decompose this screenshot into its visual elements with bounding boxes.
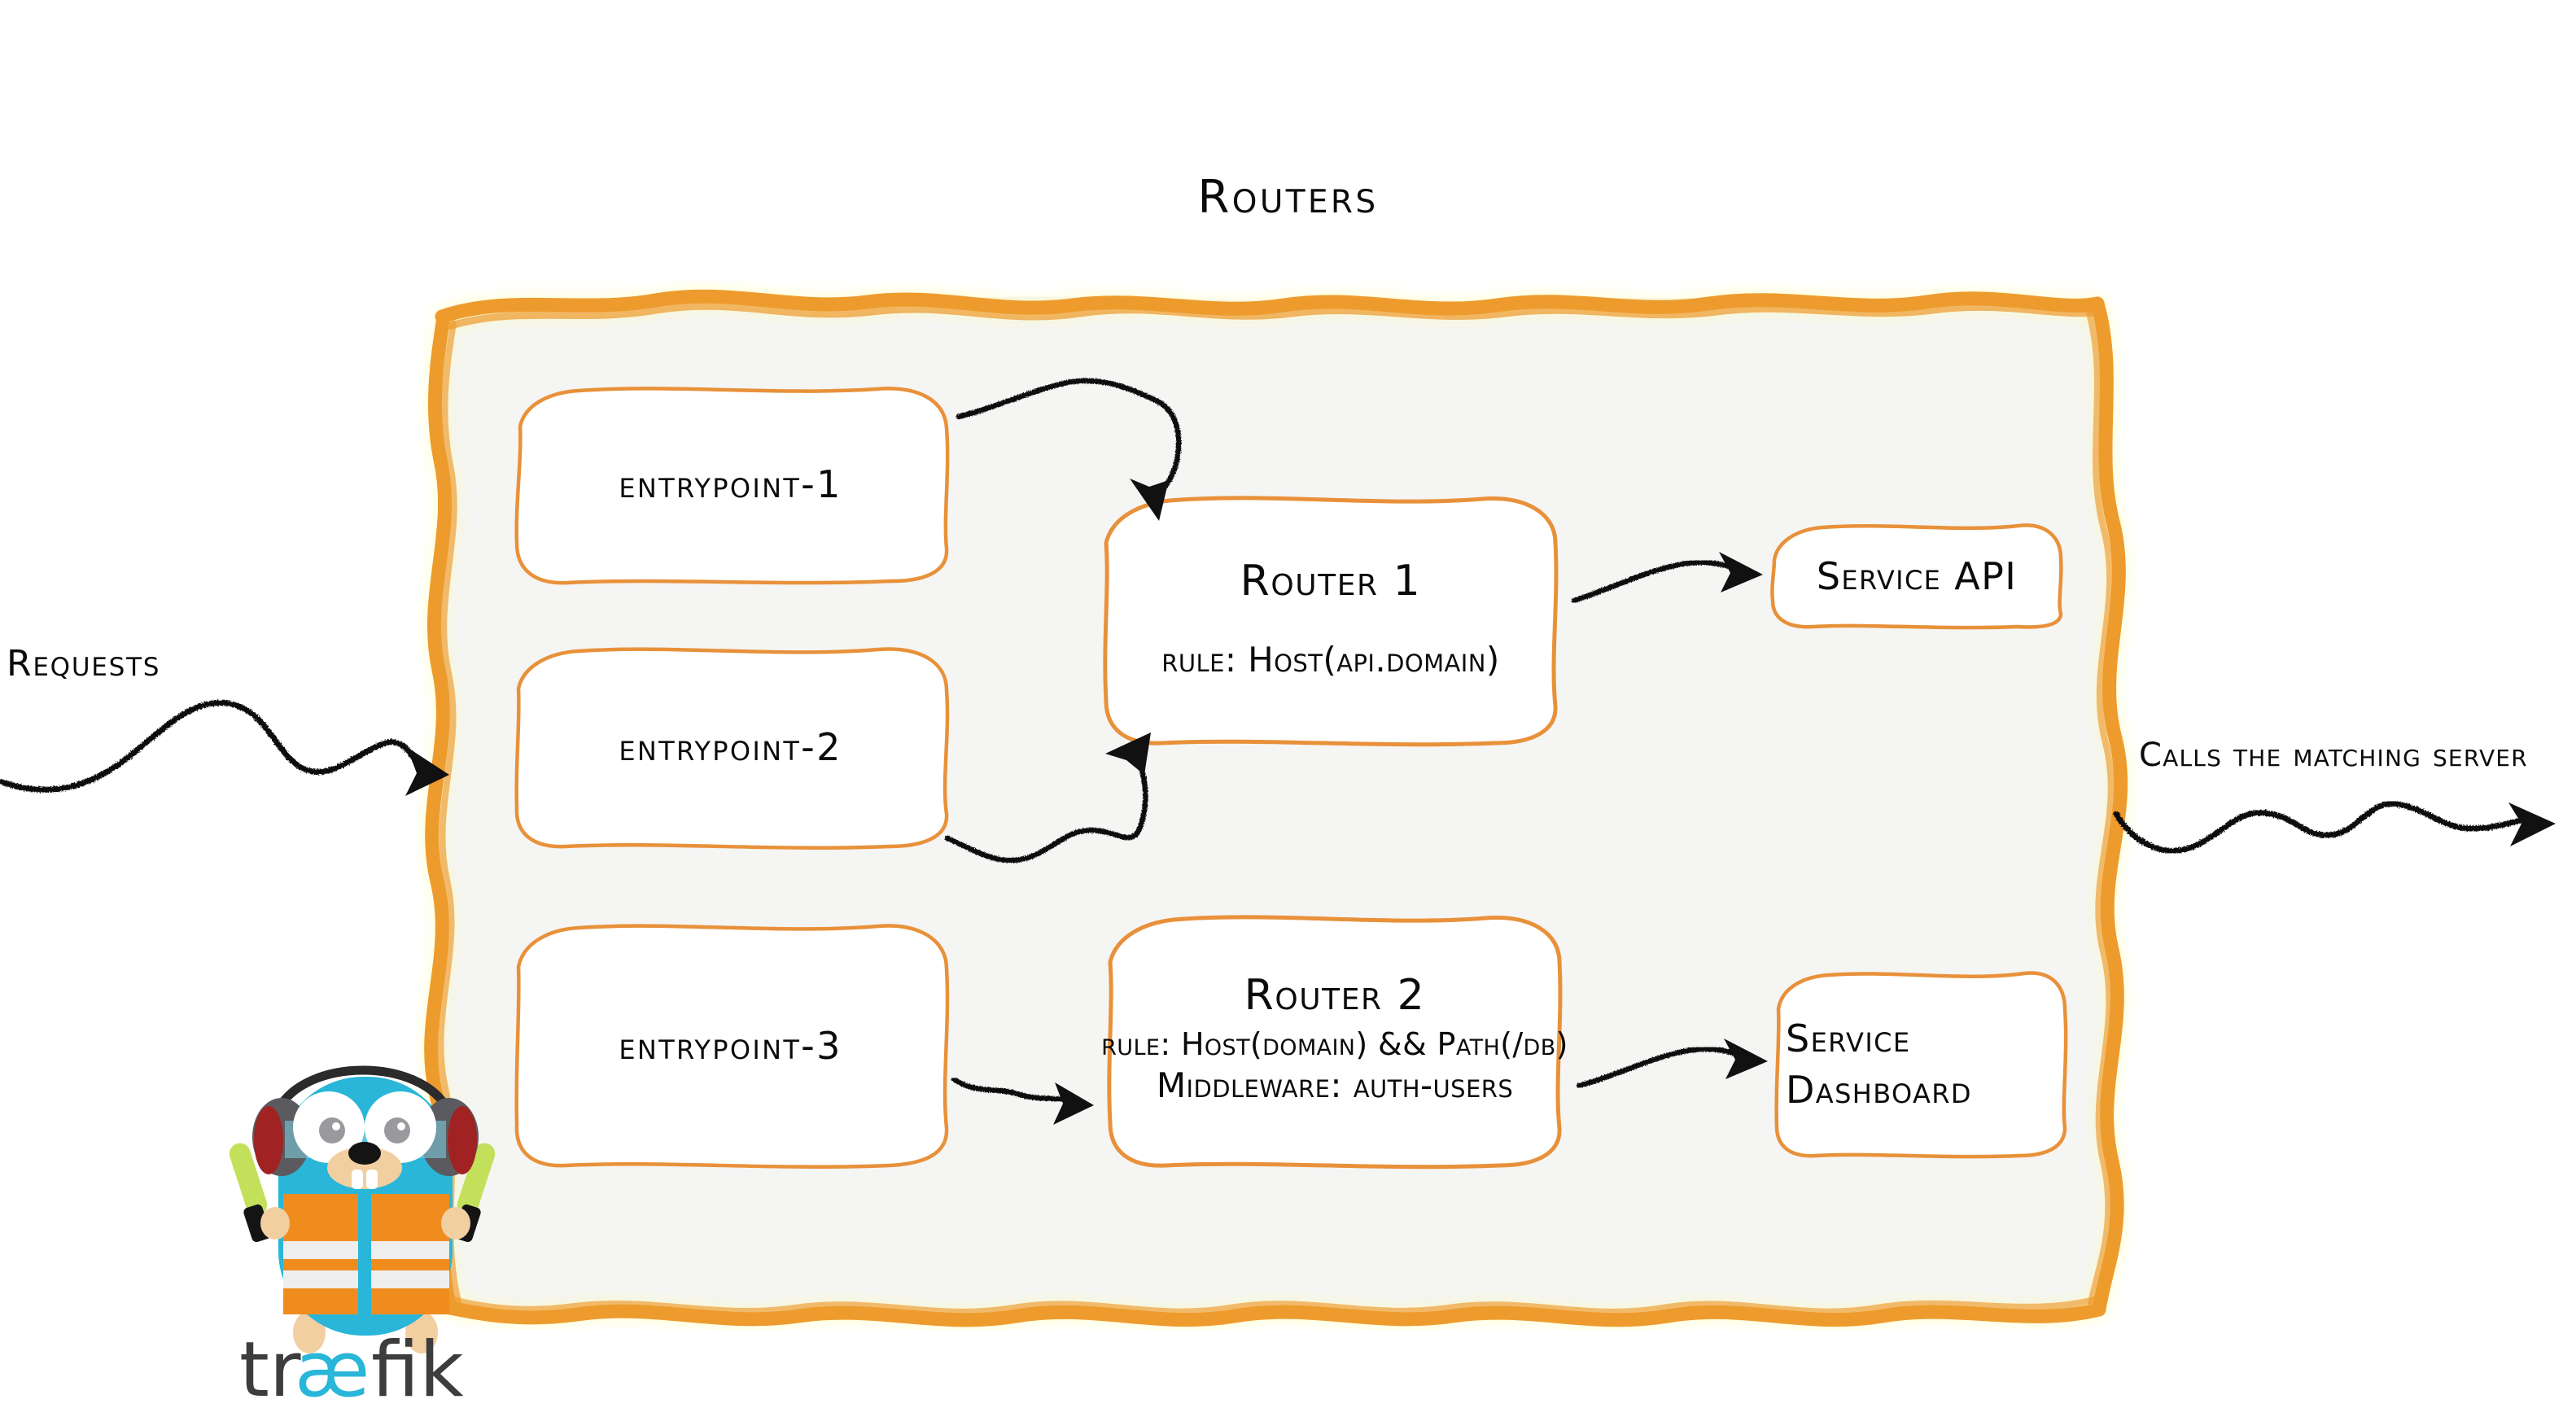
gopher-snout xyxy=(327,1147,402,1189)
router-2-body: Router 2 rule: Host(domain) && Path(/db)… xyxy=(1099,971,1571,1105)
service-box-api[interactable]: Service API xyxy=(1766,521,2067,631)
entrypoint-2-label: entrypoint-2 xyxy=(619,724,842,769)
arrow-container-to-matching-server xyxy=(2113,800,2525,854)
router-1-body: Router 1 rule: Host(api.domain) xyxy=(1095,557,1567,680)
gopher-hand-right xyxy=(441,1207,470,1240)
entrypoint-3-label: entrypoint-3 xyxy=(619,1024,842,1068)
arrow-requests-to-container xyxy=(0,700,430,793)
entrypoint-1-label: entrypoint-1 xyxy=(619,462,842,506)
gopher-nose xyxy=(348,1142,381,1165)
safety-vest xyxy=(283,1194,449,1314)
entrypoint-box-1[interactable]: entrypoint-1 xyxy=(509,383,952,586)
arrowhead-matching-server xyxy=(2508,802,2556,846)
entrypoint-box-2[interactable]: entrypoint-2 xyxy=(509,643,952,850)
router-1-rule: rule: Host(api.domain) xyxy=(1161,640,1500,680)
gopher-pupil-right xyxy=(384,1117,410,1143)
wordmark-ligature: æ xyxy=(295,1326,370,1408)
router-2-title: Router 2 xyxy=(1244,970,1426,1020)
router-box-1[interactable]: Router 1 rule: Host(api.domain) xyxy=(1095,492,1567,749)
gopher-pupil-left xyxy=(319,1117,345,1143)
service-api-body: Service API xyxy=(1766,554,2067,598)
router-box-2[interactable]: Router 2 rule: Host(domain) && Path(/db)… xyxy=(1099,912,1571,1172)
router-1-title: Router 1 xyxy=(1240,557,1422,606)
page-title: Routers xyxy=(1197,171,1379,224)
service-dashboard-label-line2: Dashboard xyxy=(1786,1067,1972,1112)
router-2-rule: rule: Host(domain) && Path(/db) xyxy=(1101,1025,1568,1062)
service-box-dashboard[interactable]: Service Dashboard xyxy=(1770,969,2071,1160)
entrypoint-box-3[interactable]: entrypoint-3 xyxy=(509,920,952,1172)
headphone-band xyxy=(273,1065,453,1114)
service-api-label: Service API xyxy=(1816,553,2018,598)
traefik-wordmark: tr æ fik xyxy=(239,1326,464,1408)
entrypoint-1-body: entrypoint-1 xyxy=(509,462,952,506)
requests-label: Requests xyxy=(7,643,161,684)
gopher-tooth-left xyxy=(352,1170,363,1189)
gopher-tooth-right xyxy=(366,1170,378,1189)
entrypoint-3-body: entrypoint-3 xyxy=(509,1024,952,1068)
service-dashboard-body: Service Dashboard xyxy=(1755,1013,2087,1114)
gopher-hand-left xyxy=(260,1207,290,1240)
router-2-middleware: Middleware: auth-users xyxy=(1156,1065,1514,1105)
traefik-logo: tr æ fik xyxy=(228,1046,496,1408)
wordmark-prefix: tr xyxy=(239,1326,301,1408)
entrypoint-2-body: entrypoint-2 xyxy=(509,725,952,769)
service-dashboard-label-line1: Service xyxy=(1786,1017,1911,1061)
calls-matching-server-label: Calls the matching server xyxy=(2139,737,2528,774)
wordmark-suffix: fik xyxy=(371,1326,464,1408)
